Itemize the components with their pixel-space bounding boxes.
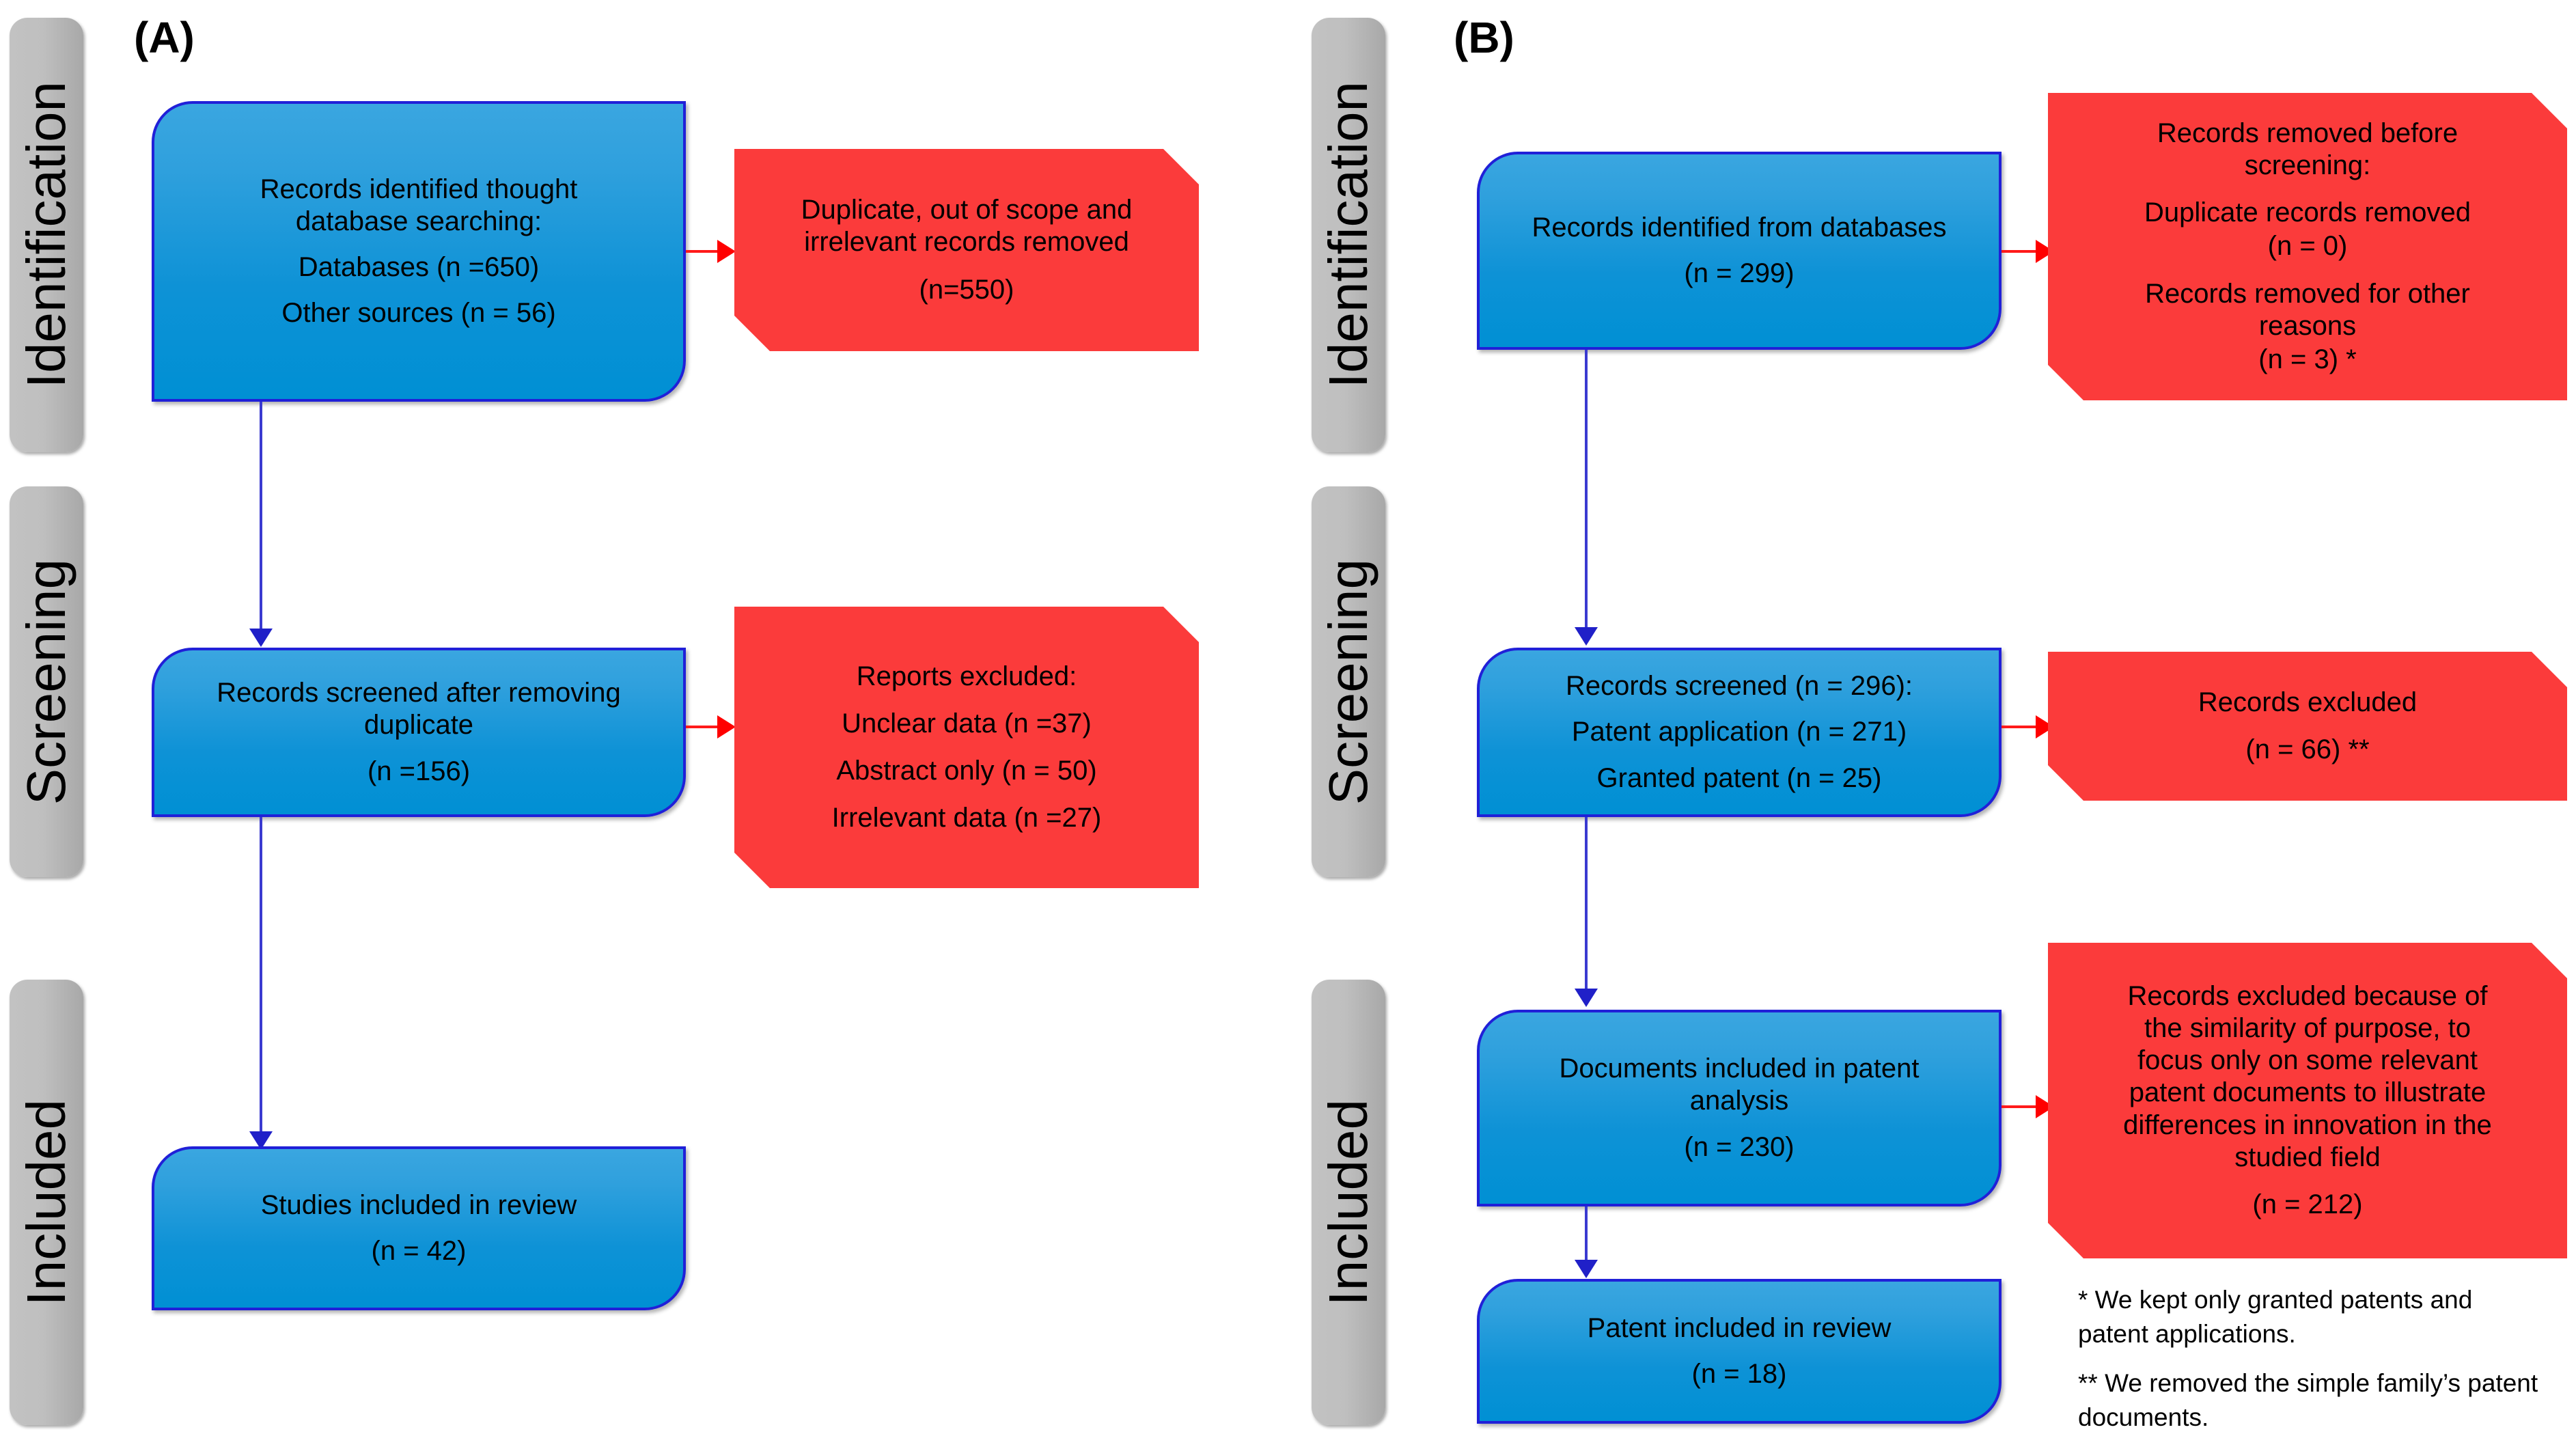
box-line: Unclear data (n =37) xyxy=(842,708,1092,739)
box-line: Duplicate records removed xyxy=(2144,197,2471,228)
box-line: (n = 0) xyxy=(2267,231,2348,262)
connector-b-screened-to-analysis xyxy=(1585,817,1588,998)
box-line: Records excluded because of xyxy=(2127,980,2488,1011)
stage-bar-identification-a: Identification xyxy=(10,18,83,452)
stage-bar-identification-b: Identification xyxy=(1312,18,1385,452)
connector-b-screened-to-excluded xyxy=(2002,726,2041,728)
box-line: (n = 212) xyxy=(2252,1189,2363,1219)
box-line: studied field xyxy=(2234,1142,2381,1172)
stage-bar-screening-b: Screening xyxy=(1312,486,1385,877)
box-line: (n=550) xyxy=(919,274,1014,305)
arrow-head-a-screened-to-excluded xyxy=(717,715,736,739)
box-a-records-screened: Records screened after removing duplicat… xyxy=(152,648,686,817)
box-b-records-identified: Records identified from databases (n = 2… xyxy=(1477,152,2002,350)
box-line: screening: xyxy=(2244,150,2371,181)
box-line: (n = 3) * xyxy=(2258,344,2357,374)
stage-bar-included-a: Included xyxy=(10,980,83,1425)
arrow-head-b-screened-to-analysis xyxy=(1575,989,1598,1007)
stage-label-identification-b: Identification xyxy=(1318,81,1379,389)
box-line: Abstract only (n = 50) xyxy=(836,756,1097,786)
arrow-head-b-analysis-to-included xyxy=(1575,1260,1598,1278)
box-line: the similarity of purpose, to xyxy=(2144,1013,2471,1044)
stage-bar-included-b: Included xyxy=(1312,980,1385,1425)
box-b-patent-included-review: Patent included in review (n = 18) xyxy=(1477,1279,2002,1424)
box-b-records-removed-before-screening: Records removed before screening: Duplic… xyxy=(2048,93,2567,400)
stage-label-screening-a: Screening xyxy=(16,558,77,805)
box-line: Records identified thought xyxy=(260,174,578,204)
box-line: Other sources (n = 56) xyxy=(281,298,556,329)
box-line: differences in innovation in the xyxy=(2123,1109,2492,1140)
box-line: database searching: xyxy=(295,206,542,236)
box-b-documents-included-patent-analysis: Documents included in patent analysis (n… xyxy=(1477,1010,2002,1206)
box-line: (n = 299) xyxy=(1684,258,1795,288)
box-line: Duplicate, out of scope and xyxy=(801,195,1133,225)
box-line: Reports excluded: xyxy=(856,661,1077,691)
box-line: Studies included in review xyxy=(260,1189,577,1220)
box-b-records-screened: Records screened (n = 296): Patent appli… xyxy=(1477,648,2002,817)
box-line: Records screened (n = 296): xyxy=(1565,671,1913,702)
box-a-reports-excluded: Reports excluded: Unclear data (n =37) A… xyxy=(734,607,1199,888)
box-a-records-removed: Duplicate, out of scope and irrelevant r… xyxy=(734,149,1199,351)
arrow-head-a-identified-to-removed xyxy=(717,240,736,263)
box-line: (n = 42) xyxy=(371,1236,467,1266)
box-line: Irrelevant data (n =27) xyxy=(831,803,1102,833)
box-line: irrelevant records removed xyxy=(804,227,1129,258)
box-line: (n = 230) xyxy=(1684,1131,1795,1162)
footnote-double-asterisk: ** We removed the simple family’s patent… xyxy=(2078,1369,2538,1431)
panel-letter-b: (B) xyxy=(1454,13,1514,62)
connector-b-analysis-to-included xyxy=(1585,1206,1588,1269)
connector-b-identified-to-removed xyxy=(2002,250,2041,253)
connector-b-analysis-to-excluded2 xyxy=(2002,1105,2041,1108)
box-line: Documents included in patent xyxy=(1559,1053,1920,1084)
box-line: (n =156) xyxy=(367,756,471,786)
box-line: Patent application (n = 271) xyxy=(1571,717,1907,747)
panel-letter-a: (A) xyxy=(134,13,195,62)
footnote-single-asterisk: * We kept only granted patents and paten… xyxy=(2078,1286,2473,1348)
connector-a-screened-to-included xyxy=(260,817,262,1142)
box-line: patent documents to illustrate xyxy=(2129,1077,2487,1108)
box-line: analysis xyxy=(1689,1086,1789,1116)
box-line: duplicate xyxy=(363,710,474,741)
connector-a-identified-to-screened xyxy=(260,402,262,637)
box-a-studies-included: Studies included in review (n = 42) xyxy=(152,1146,686,1310)
box-line: Records removed before xyxy=(2157,118,2459,148)
box-line: Granted patent (n = 25) xyxy=(1596,762,1882,793)
connector-a-identified-to-removed xyxy=(686,250,723,253)
box-line: reasons xyxy=(2258,310,2357,341)
box-line: Databases (n =650) xyxy=(298,252,540,282)
box-line: Records excluded xyxy=(2198,687,2418,717)
box-a-records-identified: Records identified thought database sear… xyxy=(152,101,686,402)
box-line: Records screened after removing xyxy=(217,678,621,708)
box-line: (n = 18) xyxy=(1691,1359,1787,1389)
box-line: Patent included in review xyxy=(1587,1312,1892,1343)
box-b-records-excluded-similarity: Records excluded because of the similari… xyxy=(2048,943,2567,1258)
box-line: Records identified from databases xyxy=(1532,212,1947,243)
stage-label-included-a: Included xyxy=(16,1099,77,1306)
box-line: (n = 66) ** xyxy=(2245,734,2370,764)
box-line: focus only on some relevant xyxy=(2137,1045,2478,1076)
box-b-records-excluded: Records excluded (n = 66) ** xyxy=(2048,652,2567,801)
arrow-head-a-identified-to-screened xyxy=(249,629,273,647)
connector-a-screened-to-excluded xyxy=(686,726,723,728)
stage-label-included-b: Included xyxy=(1318,1099,1379,1306)
stage-bar-screening-a: Screening xyxy=(10,486,83,877)
box-line: Records removed for other xyxy=(2145,278,2470,309)
arrow-head-b-identified-to-screened xyxy=(1575,627,1598,646)
stage-label-identification-a: Identification xyxy=(16,81,77,389)
connector-b-identified-to-screened xyxy=(1585,350,1588,637)
stage-label-screening-b: Screening xyxy=(1318,558,1379,805)
